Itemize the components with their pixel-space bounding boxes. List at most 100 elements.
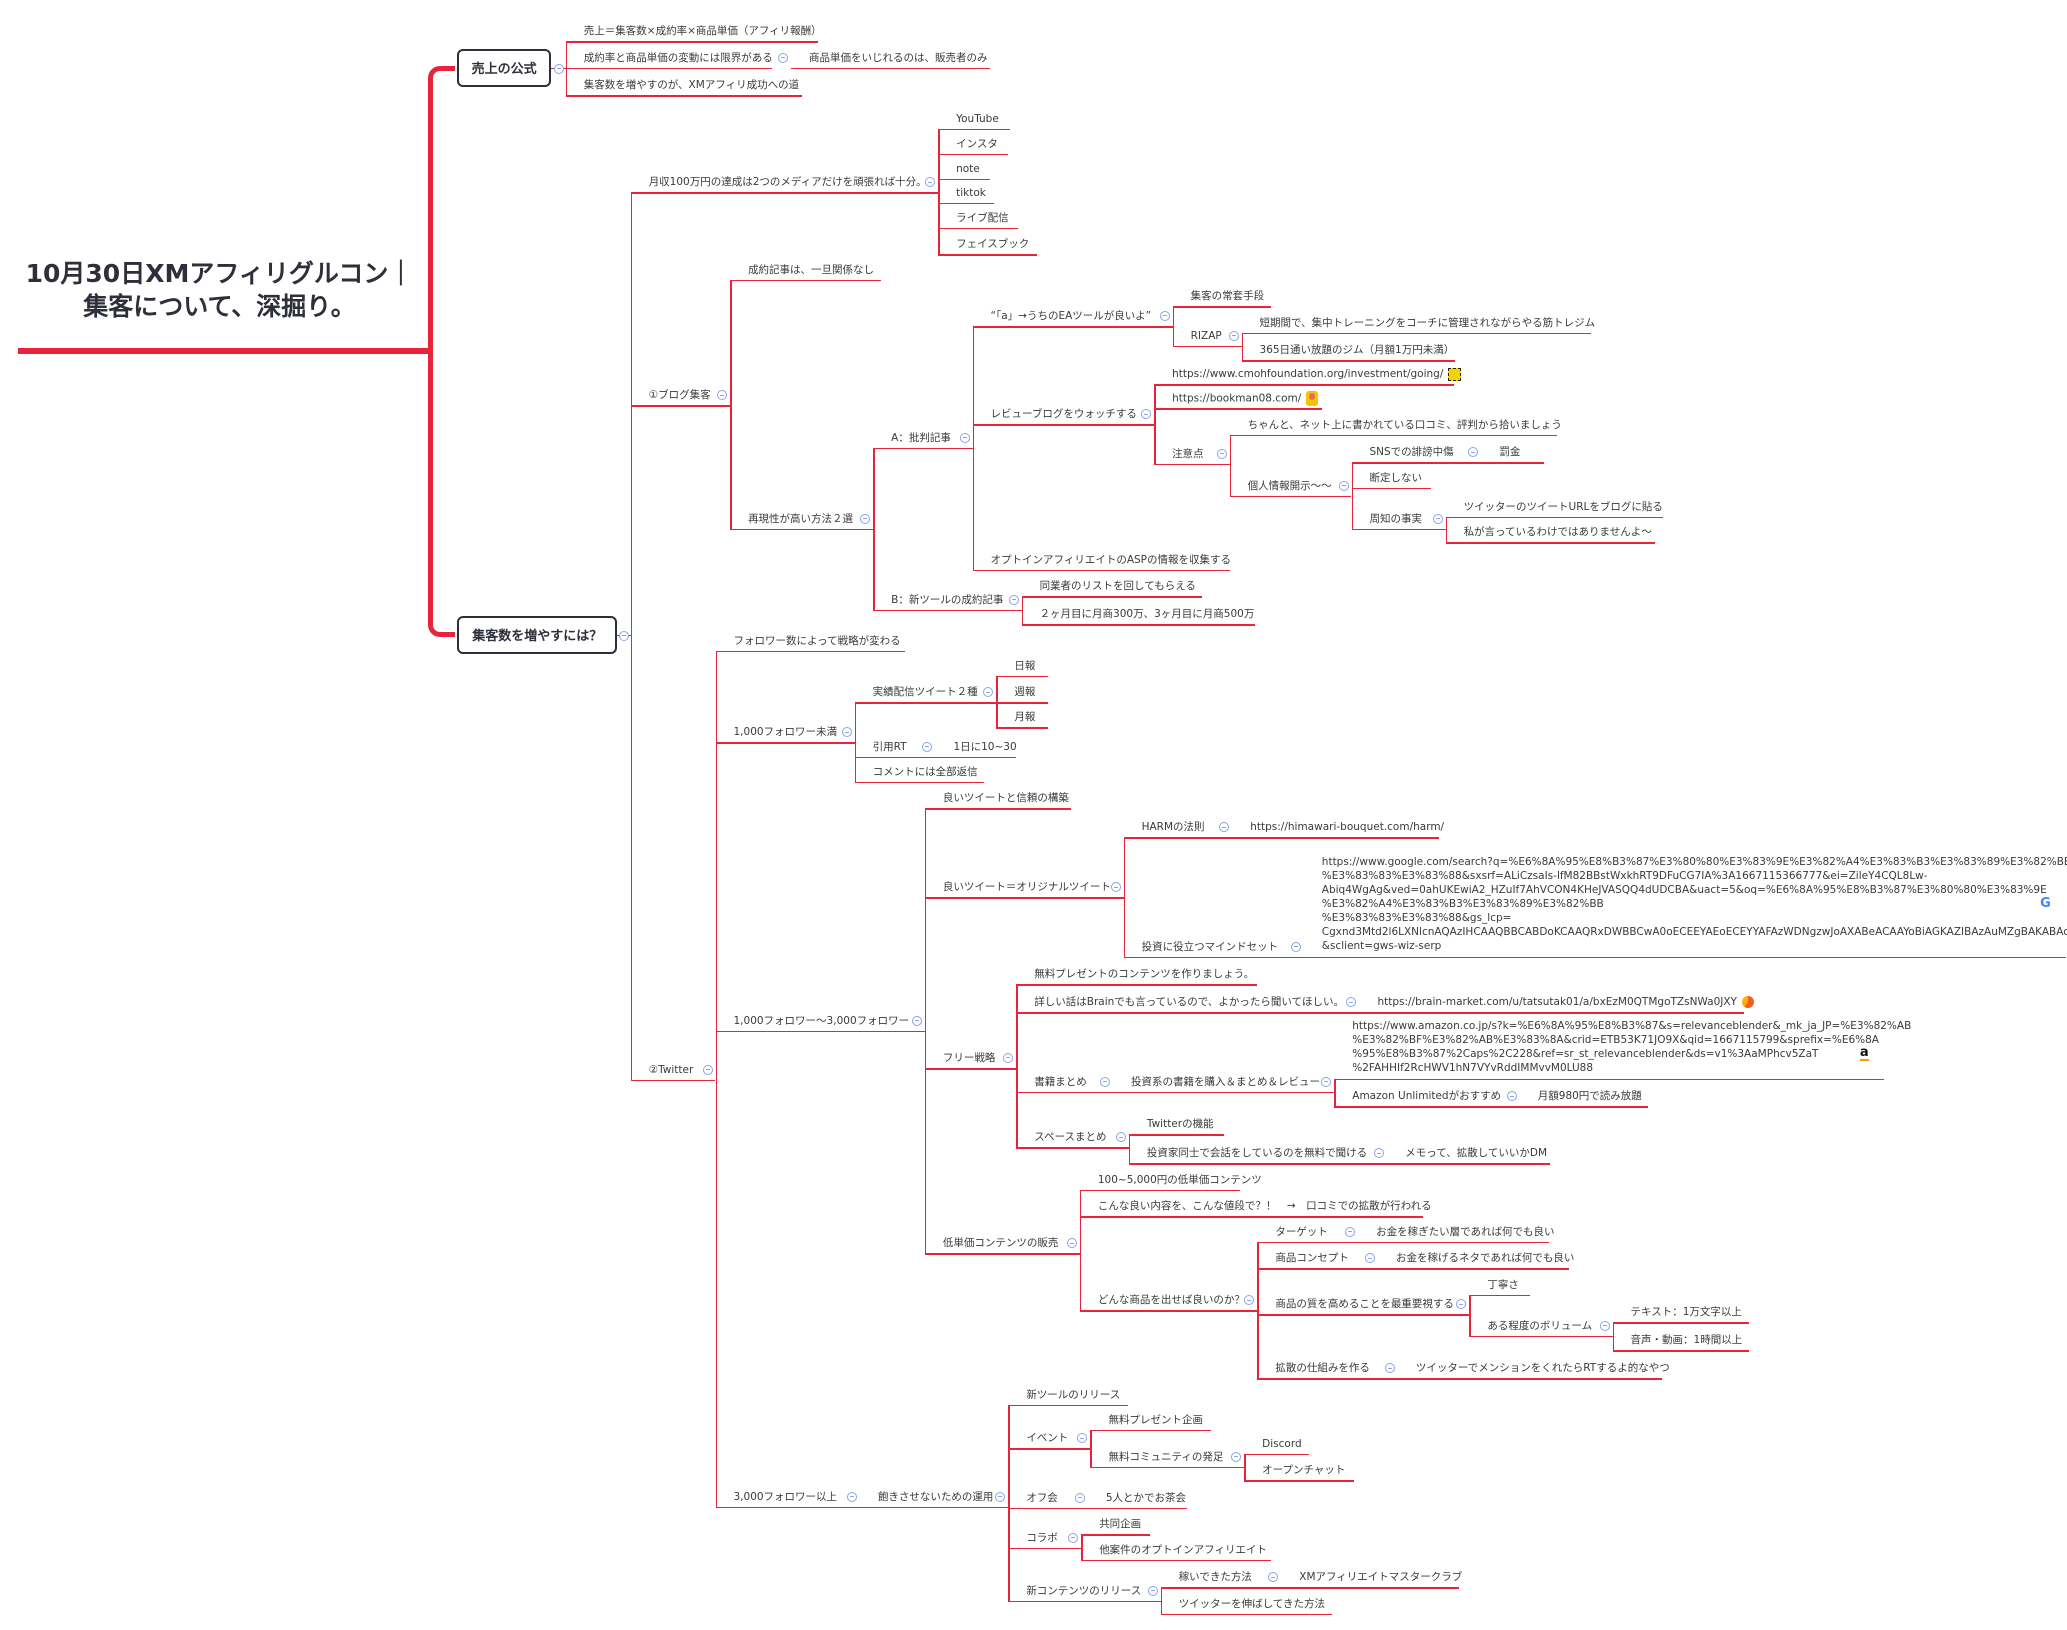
url-text-line[interactable]: %2FAHHIf2RcHWV1hN7VYvRddIMMvvM0LU88 bbox=[1352, 1061, 1594, 1074]
topic[interactable]: 丁寧さ bbox=[1487, 1278, 1519, 1292]
collapse-toggle-icon[interactable] bbox=[846, 1491, 857, 1502]
topic[interactable]: 月額980円で読み放題 bbox=[1538, 1089, 1642, 1103]
topic[interactable]: ライブ配信 bbox=[956, 211, 1009, 225]
topic[interactable]: RIZAP bbox=[1191, 329, 1222, 343]
collapse-toggle-icon[interactable] bbox=[1159, 310, 1170, 321]
topic[interactable]: 商品の質を高めることを最重要視する bbox=[1275, 1297, 1454, 1311]
topic[interactable]: フォロワー数によって戦略が変わる bbox=[734, 634, 901, 648]
topic[interactable]: YouTube bbox=[956, 112, 999, 126]
topic[interactable]: 無料プレゼント企画 bbox=[1108, 1413, 1203, 1427]
topic[interactable]: 投資系の書籍を購入＆まとめ＆レビュー bbox=[1131, 1075, 1320, 1089]
collapse-toggle-icon[interactable] bbox=[995, 1491, 1006, 1502]
collapse-toggle-icon[interactable] bbox=[1599, 1320, 1610, 1331]
collapse-toggle-icon[interactable] bbox=[1432, 513, 1443, 524]
collapse-toggle-icon[interactable] bbox=[1506, 1091, 1517, 1102]
topic[interactable]: テキスト：1万文字以上 bbox=[1631, 1305, 1742, 1319]
topic[interactable]: 100~5,000円の低単価コンテンツ bbox=[1098, 1173, 1262, 1187]
collapse-toggle-icon[interactable] bbox=[1244, 1295, 1255, 1306]
collapse-toggle-icon[interactable] bbox=[1115, 1132, 1126, 1143]
url-text-line[interactable]: %E3%83%83%E3%83%88&gs_lcp= bbox=[1321, 911, 1512, 924]
topic[interactable]: ちゃんと、ネット上に書かれている口コミ、評判から拾いましょう bbox=[1248, 418, 1562, 432]
topic[interactable]: 周知の事実 bbox=[1370, 512, 1423, 526]
topic[interactable]: 集客数を増やすのが、XMアフィリ成功への道 bbox=[584, 78, 799, 92]
topic[interactable]: 売上＝集客数×成約率×商品単価（アフィリ報酬） bbox=[584, 24, 822, 38]
topic[interactable]: 共同企画 bbox=[1099, 1517, 1141, 1531]
collapse-toggle-icon[interactable] bbox=[1374, 1148, 1385, 1159]
topic[interactable]: フェイスブック bbox=[956, 237, 1029, 251]
collapse-toggle-icon[interactable] bbox=[1321, 1076, 1332, 1087]
topic[interactable]: 私が言っているわけではありませんよ〜 bbox=[1464, 525, 1652, 539]
topic[interactable]: 集客の常套手段 bbox=[1191, 289, 1265, 303]
collapse-toggle-icon[interactable] bbox=[1228, 330, 1239, 341]
collapse-toggle-icon[interactable] bbox=[1141, 409, 1152, 419]
topic[interactable]: tiktok bbox=[956, 186, 986, 200]
topic[interactable]: 月収100万円の達成は2つのメディアだけを頑張れば十分。 bbox=[649, 175, 927, 189]
collapse-toggle-icon[interactable] bbox=[922, 741, 933, 752]
topic[interactable]: 1,000フォロワー未満 bbox=[734, 725, 838, 739]
topic[interactable]: こんな良い内容を、こんな値段で？！ → 口コミでの拡散が行われる bbox=[1098, 1199, 1432, 1213]
collapse-toggle-icon[interactable] bbox=[1468, 447, 1479, 458]
collapse-toggle-icon[interactable] bbox=[1456, 1299, 1467, 1310]
url-text-line[interactable]: Cgxnd3Mtd2l6LXNlcnAQAzIHCAAQBBCABDoKCAAQ… bbox=[1321, 925, 2067, 938]
collapse-toggle-icon[interactable] bbox=[1345, 1226, 1356, 1237]
topic[interactable]: 稼いできた方法 bbox=[1179, 1570, 1252, 1584]
main-topic-box[interactable]: 集客数を増やすには？ bbox=[457, 615, 618, 654]
url-text-line[interactable]: Abiq4WgAg&ved=0ahUKEwiA2_HZuIf7AhVCON4KH… bbox=[1321, 883, 2047, 896]
topic[interactable]: 良いツイートと信頼の構築 bbox=[943, 791, 1069, 805]
topic[interactable]: 日報 bbox=[1014, 659, 1035, 673]
collapse-toggle-icon[interactable] bbox=[841, 727, 852, 737]
url-topic[interactable]: https://www.amazon.co.jp/s?k=%E6%8A%95%E… bbox=[1352, 1019, 1911, 1075]
topic[interactable]: スペースまとめ bbox=[1034, 1130, 1106, 1144]
topic[interactable]: 投資家同士で会話をしているのを無料で聞ける bbox=[1147, 1146, 1367, 1160]
topic[interactable]: 拡散の仕組みを作る bbox=[1275, 1361, 1370, 1375]
topic[interactable]: ツイッターを伸ばしてきた方法 bbox=[1179, 1597, 1325, 1611]
topic[interactable]: 商品コンセプト bbox=[1275, 1251, 1349, 1265]
topic[interactable]: “「a」→うちのEAツールが良いよ” bbox=[991, 309, 1151, 323]
topic[interactable]: 注意点 bbox=[1172, 447, 1204, 461]
topic[interactable]: イベント bbox=[1026, 1431, 1068, 1445]
topic[interactable]: 音声・動画：1時間以上 bbox=[1631, 1333, 1743, 1347]
topic[interactable]: コラボ bbox=[1026, 1531, 1058, 1545]
collapse-toggle-icon[interactable] bbox=[860, 513, 871, 524]
topic[interactable]: 他案件のオプトインアフィリエイト bbox=[1099, 1543, 1267, 1557]
topic[interactable]: ツイッターでメンションをくれたらRTするよ的なやつ bbox=[1416, 1361, 1670, 1375]
collapse-toggle-icon[interactable] bbox=[1008, 594, 1019, 605]
topic[interactable]: 個人情報開示〜〜 bbox=[1248, 479, 1332, 493]
collapse-toggle-icon[interactable] bbox=[1077, 1433, 1088, 1444]
central-topic-line-1[interactable]: 10月30日XMアフィリグルコン｜ bbox=[25, 259, 414, 288]
topic[interactable]: 良いツイート＝オリジナルツイート bbox=[943, 880, 1111, 894]
url-text-line[interactable]: https://www.amazon.co.jp/s?k=%E6%8A%95%E… bbox=[1352, 1019, 1912, 1032]
topic[interactable]: Twitterの機能 bbox=[1147, 1117, 1214, 1131]
url-text-line[interactable]: %95%E8%B3%87%2Caps%2C228&ref=sr_st_relev… bbox=[1352, 1047, 1819, 1060]
url-topic[interactable]: https://www.google.com/search?q=%E6%8A%9… bbox=[1322, 855, 2067, 953]
topic[interactable]: 再現性が高い方法２選 bbox=[748, 512, 853, 526]
topic[interactable]: 新ツールのリリース bbox=[1026, 1388, 1120, 1402]
topic[interactable]: 1,000フォロワー〜3,000フォロワー bbox=[734, 1014, 910, 1028]
topic[interactable]: A：批判記事 bbox=[891, 431, 951, 445]
collapse-toggle-icon[interactable] bbox=[911, 1015, 922, 1026]
topic[interactable]: ターゲット bbox=[1275, 1225, 1328, 1239]
topic[interactable]: ②Twitter bbox=[649, 1063, 694, 1077]
topic[interactable]: メモって、拡散していいかDM bbox=[1405, 1146, 1547, 1160]
topic[interactable]: HARMの法則 bbox=[1142, 820, 1205, 834]
topic[interactable]: ２ヶ月目に月商300万、3ヶ月目に月商500万 bbox=[1040, 607, 1255, 621]
topic[interactable]: 詳しい話はBrainでも言っているので、よかったら聞いてほしい。 bbox=[1034, 995, 1344, 1009]
collapse-toggle-icon[interactable] bbox=[1074, 1492, 1085, 1503]
collapse-toggle-icon[interactable] bbox=[1066, 1238, 1077, 1249]
collapse-toggle-icon[interactable] bbox=[1110, 882, 1121, 893]
topic[interactable]: 引用RT bbox=[873, 740, 907, 754]
topic[interactable]: インスタ bbox=[956, 137, 998, 151]
topic[interactable]: 5人とかでお茶会 bbox=[1106, 1491, 1186, 1505]
topic[interactable]: Discord bbox=[1262, 1437, 1301, 1451]
collapse-toggle-icon[interactable] bbox=[778, 52, 789, 63]
url-text-line[interactable]: &sclient=gws-wiz-serp bbox=[1321, 939, 1442, 952]
topic[interactable]: オフ会 bbox=[1026, 1491, 1058, 1505]
collapse-toggle-icon[interactable] bbox=[1346, 997, 1357, 1008]
collapse-toggle-icon[interactable] bbox=[1231, 1451, 1242, 1462]
topic[interactable]: レビューブログをウォッチする bbox=[991, 407, 1137, 421]
topic[interactable]: 無料コミュニティの発足 bbox=[1108, 1450, 1223, 1464]
url-text-line[interactable]: %E3%82%BF%E3%82%AB%E3%83%8A&crid=ETB53K7… bbox=[1352, 1033, 1879, 1046]
topic[interactable]: 無料プレゼントのコンテンツを作りましょう。 bbox=[1034, 967, 1254, 981]
topic[interactable]: https://brain-market.com/u/tatsutak01/a/… bbox=[1377, 995, 1754, 1009]
topic[interactable]: ある程度のボリューム bbox=[1487, 1319, 1592, 1333]
